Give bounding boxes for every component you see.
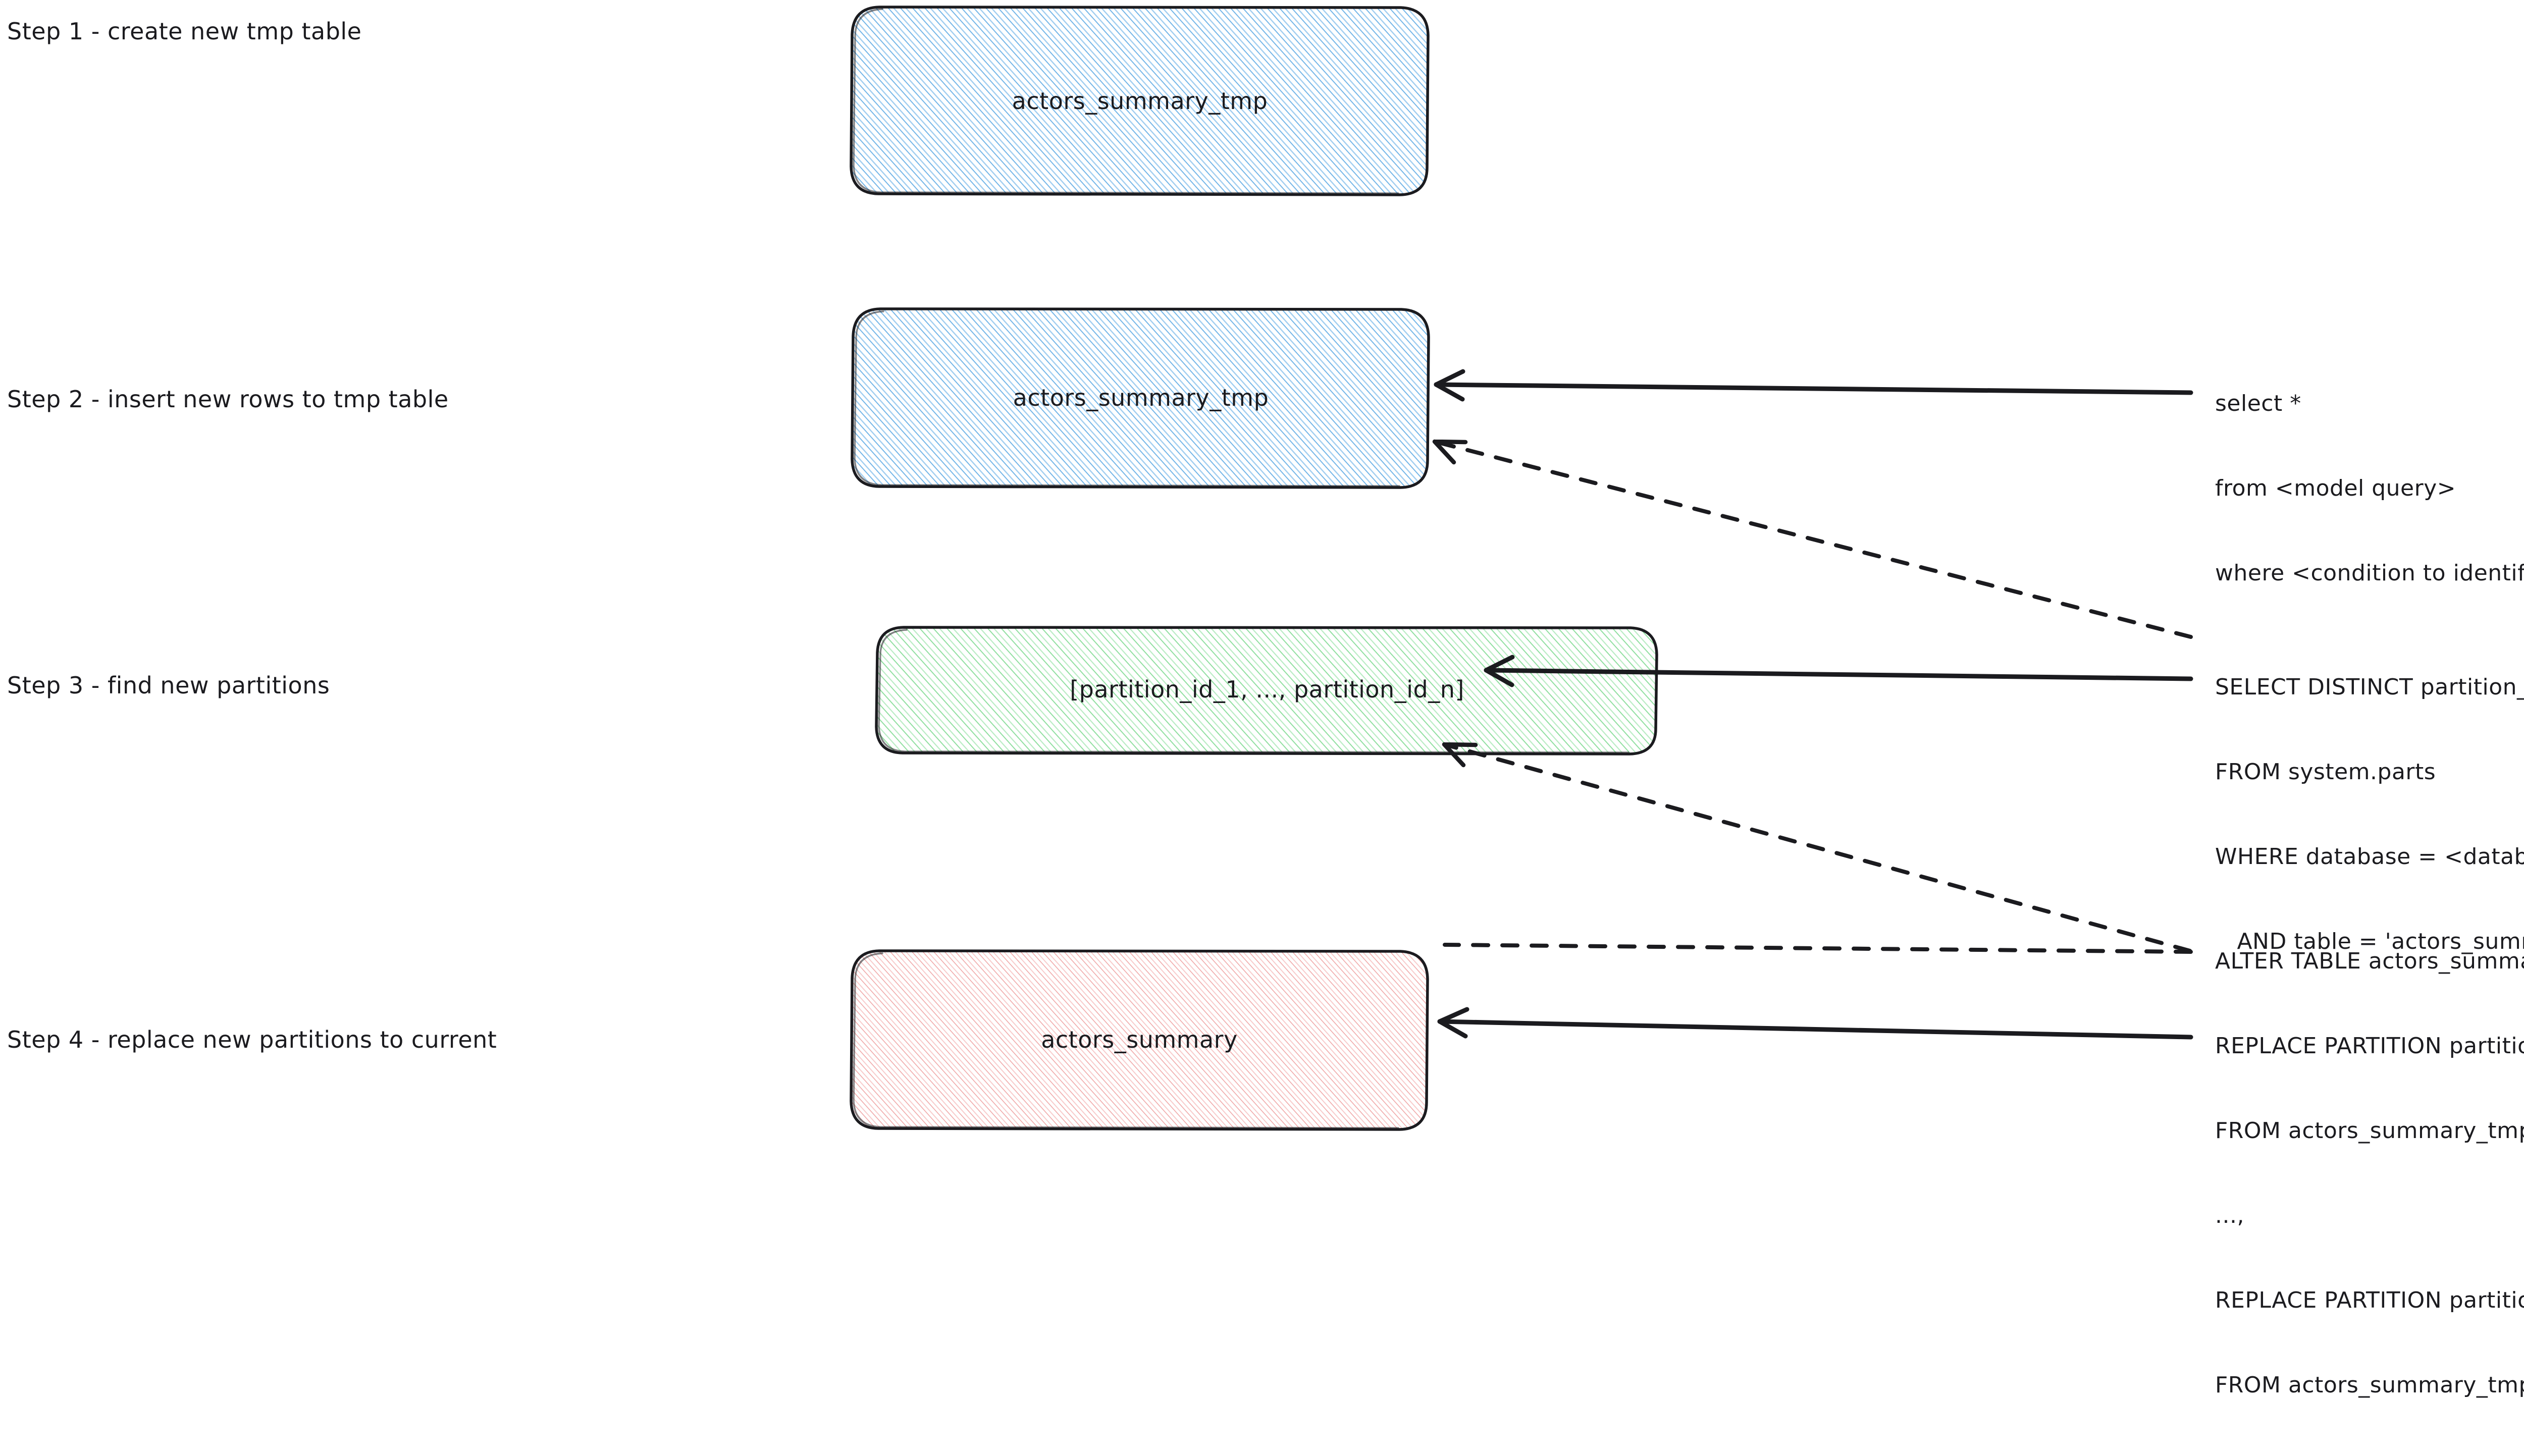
step-3-code-block: SELECT DISTINCT partition_id FROM system… xyxy=(2215,617,2524,1012)
step-2-code-block: select * from <model query> where <condi… xyxy=(2215,333,2524,644)
code-line: WHERE database = <database> xyxy=(2215,844,2524,870)
step-3-label: Step 3 - find new partitions xyxy=(7,672,330,699)
code-line: FROM actors_summary_tmp, xyxy=(2215,1118,2524,1144)
code-line: FROM actors_summary_tmp, xyxy=(2215,1372,2524,1398)
step-2-label: Step 2 - insert new rows to tmp table xyxy=(7,386,449,413)
connector-step4-code-to-step4-box xyxy=(1437,1007,2193,1040)
code-line: FROM system.parts xyxy=(2215,759,2436,785)
code-line: select * xyxy=(2215,391,2301,416)
connector-step2-code-to-step2-box xyxy=(1434,369,2193,402)
step-3-box-label: [partition_id_1, ..., partition_id_n] xyxy=(1070,676,1464,703)
code-line: ..., xyxy=(2215,1203,2244,1228)
diagram-canvas: Step 1 - create new tmp table Step 2 - i… xyxy=(7,6,2524,1398)
diagram-vector-layer xyxy=(850,6,2193,1131)
code-line: SELECT DISTINCT partition_id xyxy=(2215,674,2524,700)
code-line: where <condition to identify new> xyxy=(2215,560,2524,586)
step-4-label: Step 4 - replace new partitions to curre… xyxy=(7,1026,497,1053)
step-4-box-label: actors_summary xyxy=(1041,1026,1238,1053)
code-line: ALTER TABLE actors_summary xyxy=(2215,948,2524,974)
connector-step3-code-to-step2-box xyxy=(1432,439,2193,639)
code-line: REPLACE PARTITION partition_id_1 xyxy=(2215,1033,2524,1059)
step-2-box-label: actors_summary_tmp xyxy=(1013,384,1269,411)
code-line: REPLACE PARTITION partition_id_n xyxy=(2215,1287,2524,1313)
code-line: AND table = 'actors_summary_tmp' xyxy=(2237,929,2524,954)
step-4-code-block: ALTER TABLE actors_summary REPLACE PARTI… xyxy=(2215,891,2524,1456)
code-line: from <model query> xyxy=(2215,475,2456,501)
step-1-label: Step 1 - create new tmp table xyxy=(7,18,362,45)
connector-step4-code-to-step3-box xyxy=(1442,742,2193,954)
step-1-box-label: actors_summary_tmp xyxy=(1012,87,1268,115)
